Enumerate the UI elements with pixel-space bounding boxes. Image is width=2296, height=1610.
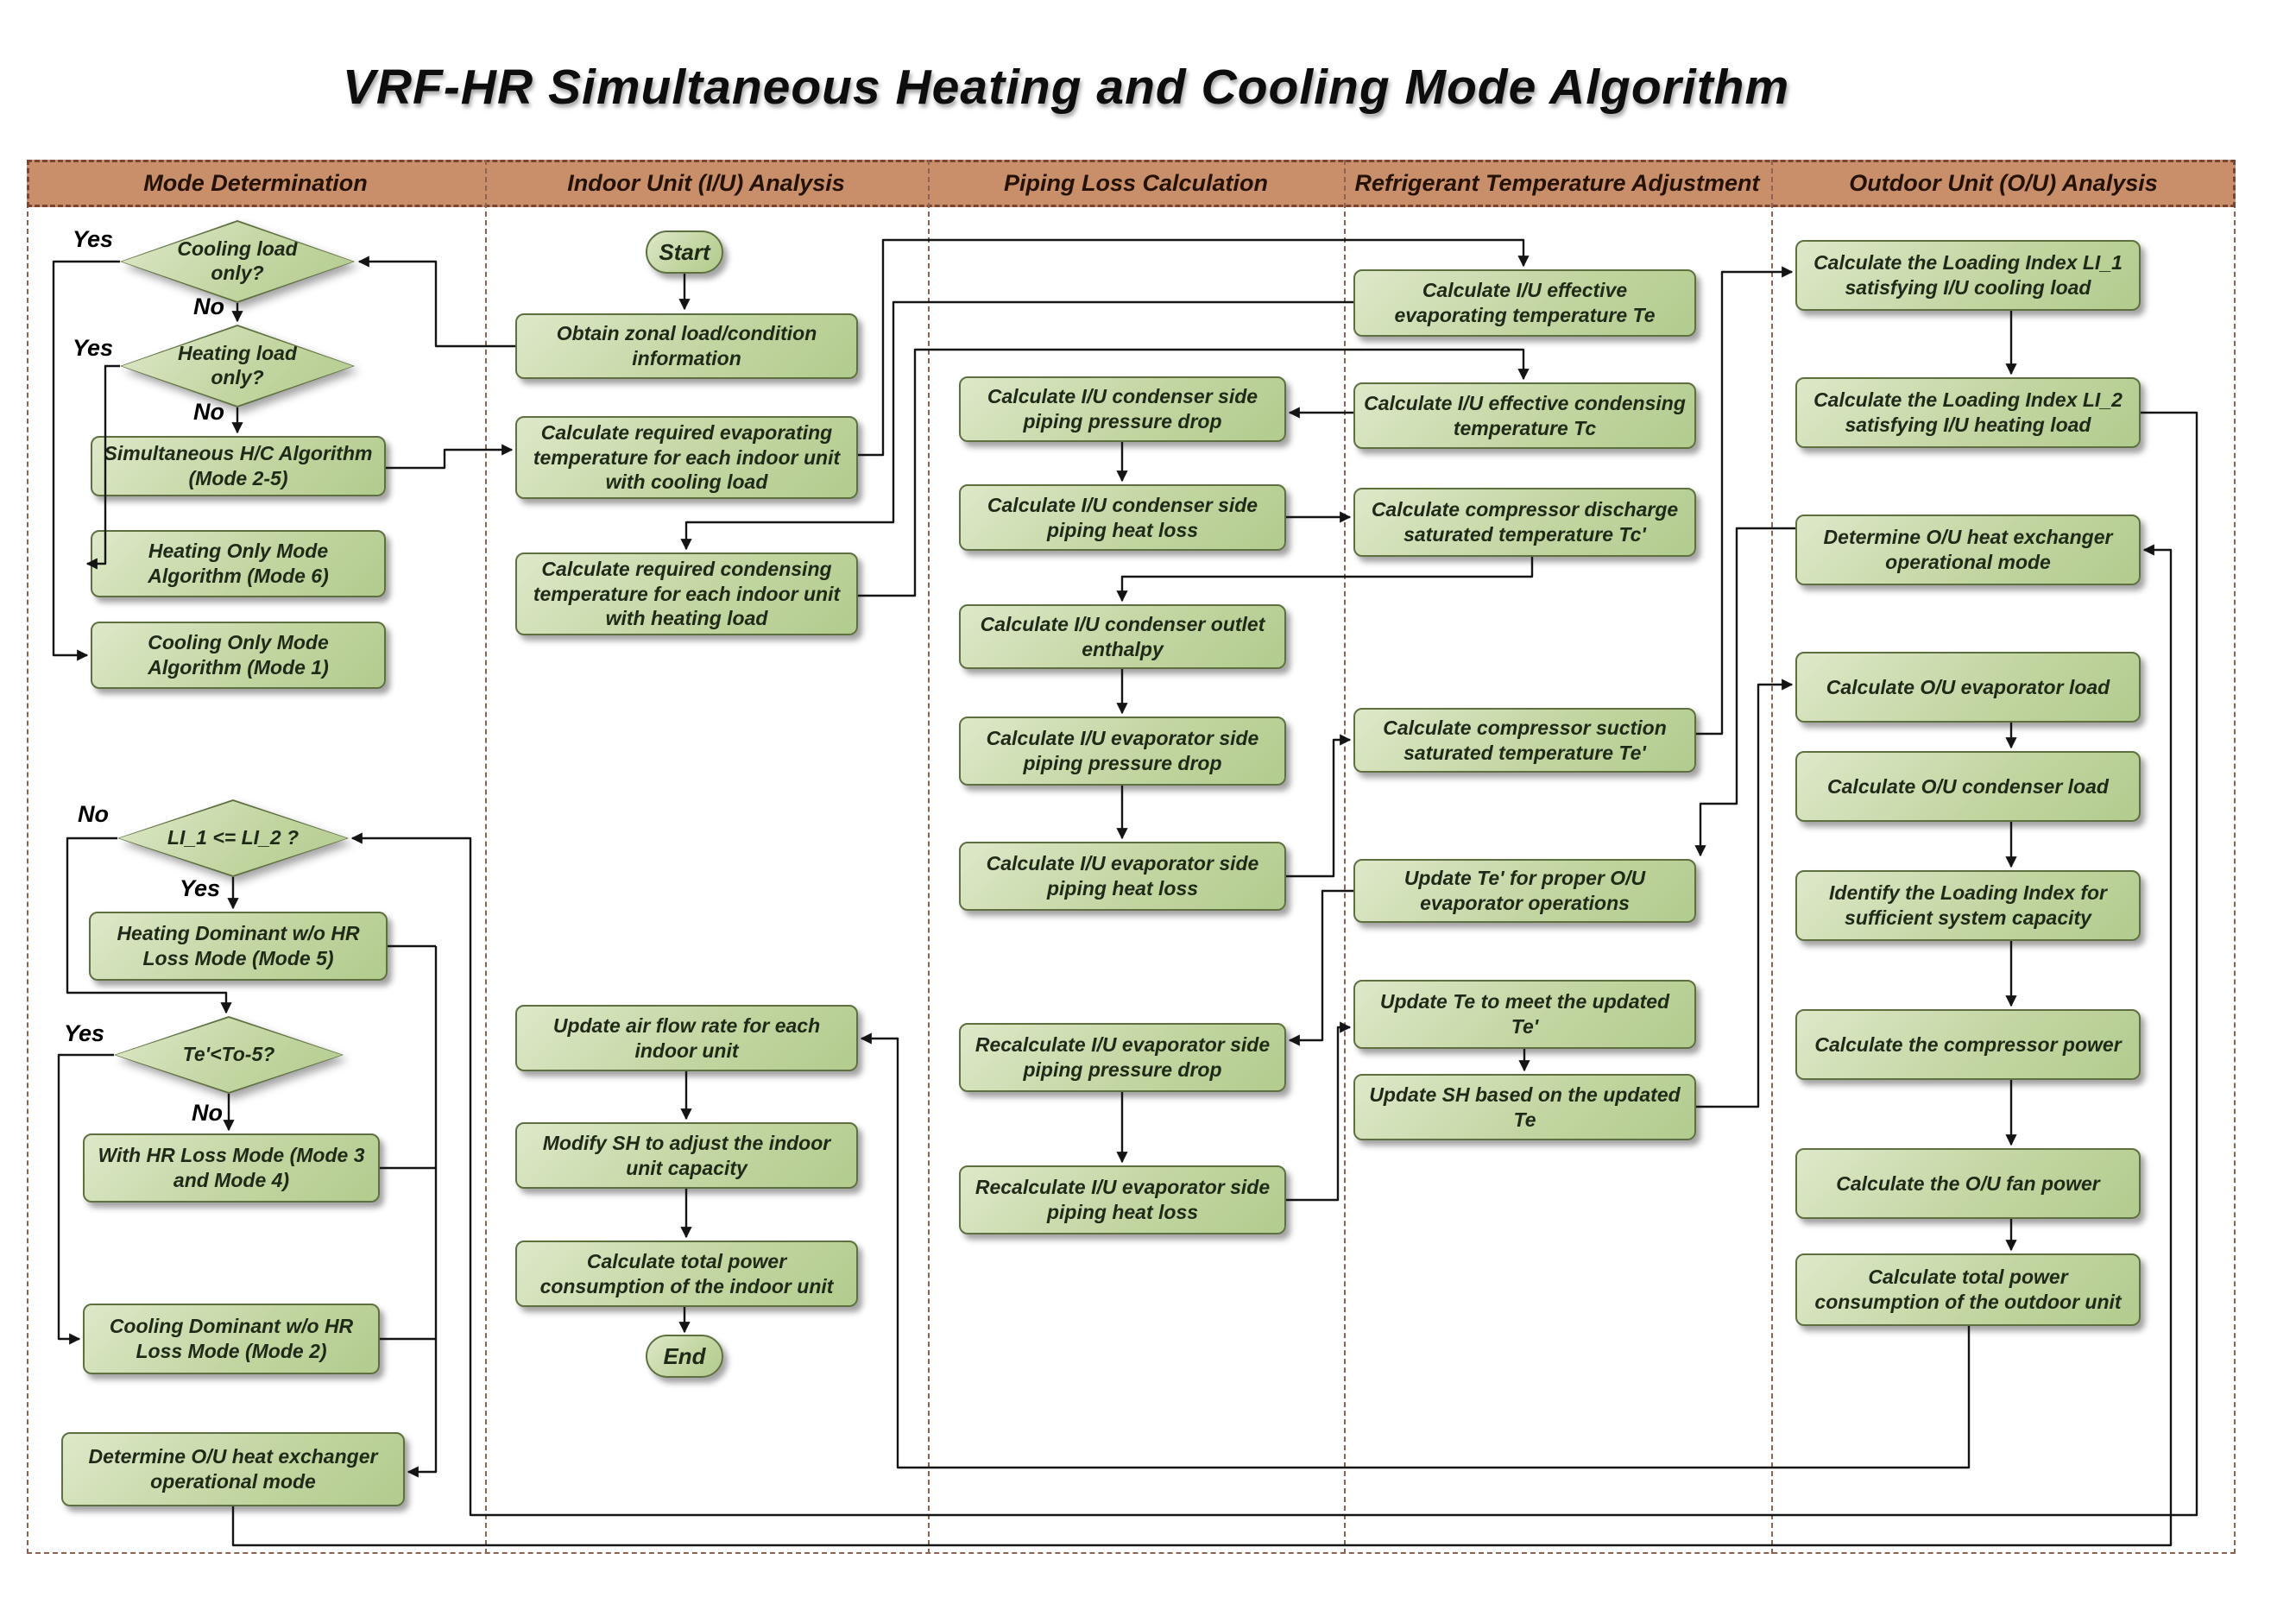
- node-loading-index-li1: Calculate the Loading Index LI_1 satisfy…: [1795, 240, 2141, 311]
- node-with-hr-loss-mode: With HR Loss Mode (Mode 3 and Mode 4): [83, 1133, 380, 1203]
- label-no-te: No: [192, 1100, 223, 1126]
- node-required-condensing-temperature: Calculate required condensing temperatur…: [515, 552, 858, 635]
- node-cooling-only-mode-algorithm: Cooling Only Mode Algorithm (Mode 1): [91, 622, 386, 689]
- label-yes-li: Yes: [180, 875, 221, 901]
- node-obtain-zonal-load: Obtain zonal load/condition information: [515, 313, 858, 379]
- lane-divider-3: [1344, 160, 1346, 1554]
- decision-heating-load-only: Heating load only?: [120, 325, 355, 407]
- lane-title-indoor-unit-analysis: Indoor Unit (I/U) Analysis: [567, 170, 845, 196]
- decision-cooling-load-only: Cooling load only?: [120, 220, 355, 303]
- node-heating-dominant-mode5: Heating Dominant w/o HR Loss Mode (Mode …: [89, 912, 388, 981]
- decision-te-lt-to-minus-5-label: Te'<To-5?: [116, 1018, 342, 1092]
- node-ou-condenser-load: Calculate O/U condenser load: [1795, 751, 2141, 822]
- node-required-evaporating-temperature: Calculate required evaporating temperatu…: [515, 416, 858, 499]
- node-effective-evaporating-te: Calculate I/U effective evaporating temp…: [1353, 269, 1696, 337]
- label-yes-heating: Yes: [73, 335, 114, 361]
- label-yes-cooling: Yes: [73, 226, 114, 252]
- diagram-title: VRF-HR Simultaneous Heating and Cooling …: [342, 60, 1790, 115]
- label-no-heating: No: [193, 399, 224, 425]
- node-suction-saturated-te-prime: Calculate compressor suction saturated t…: [1353, 708, 1696, 773]
- node-evaporator-piping-pressure-drop: Calculate I/U evaporator side piping pre…: [959, 717, 1286, 786]
- node-total-power-indoor-unit: Calculate total power consumption of the…: [515, 1241, 858, 1307]
- lane-divider-2: [928, 160, 930, 1554]
- node-identify-loading-index: Identify the Loading Index for sufficien…: [1795, 870, 2141, 941]
- label-yes-te: Yes: [64, 1020, 105, 1046]
- lane-divider-1: [485, 160, 487, 1554]
- node-condenser-piping-pressure-drop: Calculate I/U condenser side piping pres…: [959, 376, 1286, 442]
- lane-title-mode-determination: Mode Determination: [143, 170, 368, 196]
- lane-divider-4: [1771, 160, 1773, 1554]
- node-update-sh: Update SH based on the updated Te: [1353, 1074, 1696, 1140]
- node-recalc-evaporator-heat-loss: Recalculate I/U evaporator side piping h…: [959, 1165, 1286, 1234]
- node-total-power-outdoor-unit: Calculate total power consumption of the…: [1795, 1253, 2141, 1326]
- node-evaporator-piping-heat-loss: Calculate I/U evaporator side piping hea…: [959, 842, 1286, 911]
- label-no-li: No: [78, 801, 109, 827]
- node-loading-index-li2: Calculate the Loading Index LI_2 satisfy…: [1795, 377, 2141, 448]
- lane-header-band: [27, 160, 2236, 207]
- node-condenser-piping-heat-loss: Calculate I/U condenser side piping heat…: [959, 484, 1286, 551]
- label-no-cooling: No: [193, 294, 224, 319]
- decision-li1-le-li2-label: LI_1 <= LI_2 ?: [119, 801, 347, 875]
- node-recalc-evaporator-pressure-drop: Recalculate I/U evaporator side piping p…: [959, 1023, 1286, 1092]
- node-condenser-outlet-enthalpy: Calculate I/U condenser outlet enthalpy: [959, 604, 1286, 669]
- node-end: End: [646, 1335, 723, 1378]
- decision-heating-load-only-label: Heating load only?: [122, 326, 353, 406]
- node-effective-condensing-tc: Calculate I/U effective condensing tempe…: [1353, 382, 1696, 449]
- decision-li1-le-li2: LI_1 <= LI_2 ?: [117, 799, 349, 877]
- node-heating-only-mode-algorithm: Heating Only Mode Algorithm (Mode 6): [91, 530, 386, 597]
- node-simultaneous-hc-algorithm: Simultaneous H/C Algorithm (Mode 2-5): [91, 436, 386, 496]
- node-cooling-dominant-mode2: Cooling Dominant w/o HR Loss Mode (Mode …: [83, 1304, 380, 1374]
- node-compressor-power: Calculate the compressor power: [1795, 1009, 2141, 1080]
- node-determine-ou-hx-mode-lane1: Determine O/U heat exchanger operational…: [61, 1432, 405, 1506]
- lane-title-piping-loss-calculation: Piping Loss Calculation: [1003, 170, 1269, 196]
- node-ou-evaporator-load: Calculate O/U evaporator load: [1795, 652, 2141, 723]
- node-update-air-flow-rate: Update air flow rate for each indoor uni…: [515, 1005, 858, 1071]
- decision-cooling-load-only-label: Cooling load only?: [122, 222, 353, 301]
- node-determine-ou-hx-mode-lane5: Determine O/U heat exchanger operational…: [1795, 515, 2141, 585]
- node-update-te: Update Te to meet the updated Te': [1353, 980, 1696, 1049]
- node-modify-sh-indoor-capacity: Modify SH to adjust the indoor unit capa…: [515, 1122, 858, 1189]
- lane-title-outdoor-unit-analysis: Outdoor Unit (O/U) Analysis: [1849, 170, 2158, 196]
- node-update-te-prime: Update Te' for proper O/U evaporator ope…: [1353, 859, 1696, 923]
- node-start: Start: [646, 230, 723, 274]
- node-ou-fan-power: Calculate the O/U fan power: [1795, 1148, 2141, 1219]
- lane-title-refrigerant-temperature-adjustment: Refrigerant Temperature Adjustment: [1354, 170, 1760, 196]
- decision-te-lt-to-minus-5: Te'<To-5?: [114, 1016, 344, 1094]
- node-discharge-saturated-tc-prime: Calculate compressor discharge saturated…: [1353, 488, 1696, 557]
